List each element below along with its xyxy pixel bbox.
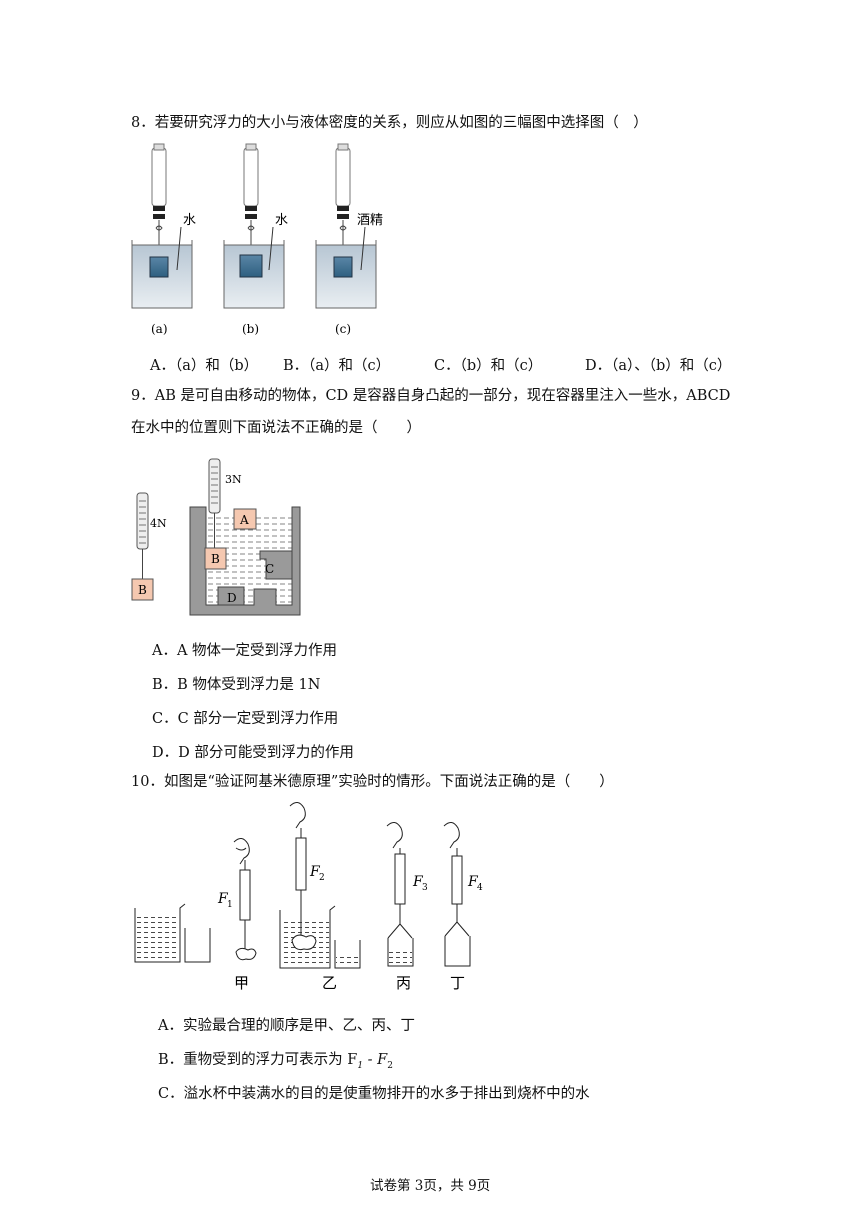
q10-option-b-sub1: 1 xyxy=(357,1060,364,1071)
q9-stem-line1: 9．AB 是可自由移动的物体，CD 是容器自身凸起的一部分，现在容器里注入一些水… xyxy=(131,388,731,404)
q9-figure: 4N B C D A 3N B xyxy=(131,458,301,616)
q8-option-c[interactable]: C．（b）和（c） xyxy=(434,358,543,374)
setup-b: 水 xyxy=(223,143,288,309)
label-water-b: 水 xyxy=(275,213,288,228)
q9-option-a[interactable]: A．A 物体一定受到浮力作用 xyxy=(152,643,338,659)
caption-ding: 丁 xyxy=(450,974,465,992)
q8-figure: 水 水 酒精 (a) (b) (c) xyxy=(131,143,383,336)
q10-option-b-text2: - F xyxy=(363,1052,388,1068)
label-water-a: 水 xyxy=(183,213,196,228)
q8-stem: 8．若要研究浮力的大小与液体密度的关系，则应从如图的三幅图中选择图（ ） xyxy=(131,115,648,131)
q8-option-a[interactable]: A．（a）和（b） xyxy=(150,358,259,374)
right-spring-scale: 3N B xyxy=(204,458,242,570)
q8-option-b[interactable]: B．（a）和（c） xyxy=(283,358,391,374)
q9-option-c[interactable]: C．C 部分一定受到浮力作用 xyxy=(152,711,339,727)
container: C D A xyxy=(189,506,301,616)
block-a-label: A xyxy=(239,513,249,527)
force-f2-sub: 2 xyxy=(319,873,325,883)
q10-option-c[interactable]: C．溢水杯中装满水的目的是使重物排开的水多于排出到烧杯中的水 xyxy=(158,1086,590,1102)
force-f3-sub: 3 xyxy=(422,883,428,893)
part-c-label: C xyxy=(265,562,274,576)
setup-a: 水 xyxy=(131,143,196,309)
setup-bing: F 3 丙 xyxy=(386,822,428,992)
left-scale-reading: 4N xyxy=(150,517,167,530)
caption-c: (c) xyxy=(335,322,351,336)
part-d-label: D xyxy=(227,591,237,605)
force-f1-sub: 1 xyxy=(227,900,233,910)
page-footer: 试卷第 3页，共 9页 xyxy=(370,1178,491,1194)
force-f4: F xyxy=(467,874,479,890)
q9-stem-line2: 在水中的位置则下面说法不正确的是（ ） xyxy=(131,420,421,436)
q10-figure: F 1 甲 F 2 乙 F 3 丙 F 4 xyxy=(134,802,483,992)
force-f4-sub: 4 xyxy=(477,883,483,893)
caption-jia: 甲 xyxy=(234,974,249,992)
setup-yi: F 2 乙 xyxy=(279,802,361,992)
left-spring-scale: 4N B xyxy=(131,492,167,601)
setup-c: 酒精 xyxy=(315,143,383,309)
force-f1: F xyxy=(217,891,229,907)
label-alcohol: 酒精 xyxy=(357,213,383,228)
q8-option-d[interactable]: D．（a）、（b）和（c） xyxy=(585,358,732,374)
q10-stem: 10．如图是“验证阿基米德原理”实验时的情形。下面说法正确的是（ ） xyxy=(131,774,614,790)
setup-jia: F 1 甲 xyxy=(134,838,257,992)
caption-yi: 乙 xyxy=(322,974,337,992)
block-b-label: B xyxy=(211,552,220,566)
q9-option-b[interactable]: B．B 物体受到浮力是 1N xyxy=(152,677,321,693)
q10-option-a[interactable]: A．实验最合理的顺序是甲、乙、丙、丁 xyxy=(158,1018,415,1034)
q10-option-b[interactable]: B．重物受到的浮力可表示为 F1 - F2 xyxy=(158,1048,393,1071)
q10-option-b-sub2: 2 xyxy=(387,1060,393,1071)
force-f3: F xyxy=(412,874,424,890)
spring-scale-body xyxy=(151,147,167,207)
caption-bing: 丙 xyxy=(396,974,411,992)
q10-option-b-text: B．重物受到的浮力可表示为 F xyxy=(158,1052,358,1068)
caption-b: (b) xyxy=(242,322,259,336)
right-scale-reading: 3N xyxy=(225,473,242,486)
block-b-left-label: B xyxy=(138,583,147,597)
caption-a: (a) xyxy=(151,322,168,336)
q9-option-d[interactable]: D．D 部分可能受到浮力的作用 xyxy=(152,745,354,761)
metal-block xyxy=(149,256,169,278)
force-f2: F xyxy=(309,864,321,880)
setup-ding: F 4 丁 xyxy=(443,822,483,992)
